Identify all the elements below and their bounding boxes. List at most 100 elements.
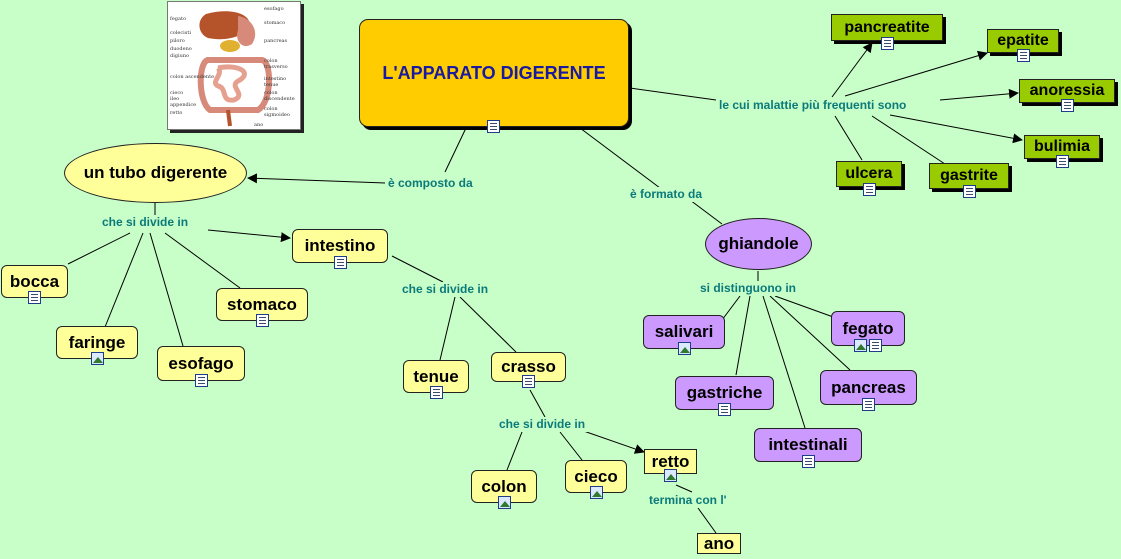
thumb-label: fegato — [170, 16, 187, 22]
document-icon[interactable] — [194, 374, 208, 387]
node-label: intestino — [304, 236, 376, 255]
node-ulcera[interactable]: ulcera — [836, 161, 902, 196]
link-divide-tubo: che si divide in — [99, 215, 192, 230]
thumb-label: appendice — [170, 102, 197, 108]
document-icon[interactable] — [429, 386, 443, 399]
link-termina: termina con l' — [646, 493, 730, 508]
link-composto: è composto da — [385, 176, 476, 191]
node-intestino[interactable]: intestino — [292, 229, 388, 269]
node-label: ulcera — [845, 165, 893, 182]
node-label: bulimia — [1033, 138, 1090, 155]
document-icon[interactable] — [333, 256, 347, 269]
thumb-label: intestino tenue — [264, 76, 287, 88]
main-concept[interactable]: L'APPARATO DIGERENTE — [359, 19, 629, 133]
document-icon[interactable] — [962, 185, 976, 198]
node-label: pancreatite — [844, 18, 930, 36]
document-icon[interactable] — [1055, 155, 1069, 168]
thumb-label: ano — [254, 122, 264, 128]
thumb-label: colon ascendente — [170, 74, 215, 80]
document-icon[interactable] — [880, 37, 894, 50]
node-epatite[interactable]: epatite — [987, 29, 1059, 62]
node-salivari[interactable]: salivari — [643, 315, 725, 355]
image-icon[interactable] — [677, 342, 691, 355]
node-label: intestinali — [768, 435, 848, 454]
anatomy-thumbnail: fegato colecisti piloro duodeno digiuno … — [167, 1, 301, 130]
thumb-label: colon sigmoideo — [264, 106, 290, 118]
node-label: fegato — [842, 318, 894, 338]
node-label: stomaco — [227, 294, 297, 314]
thumb-label: colecisti — [170, 30, 191, 36]
node-pancreas[interactable]: pancreas — [820, 370, 917, 411]
image-icon[interactable] — [664, 469, 677, 482]
node-label: esofago — [168, 353, 234, 373]
document-icon[interactable] — [28, 291, 41, 304]
node-label: pancreas — [831, 377, 906, 397]
node-retto[interactable]: retto — [644, 449, 697, 482]
digestive-system-illustration — [197, 11, 273, 127]
link-divide-intestino: che si divide in — [399, 282, 492, 297]
image-icon[interactable] — [589, 486, 603, 499]
node-cieco[interactable]: cieco — [565, 460, 627, 499]
node-stomaco[interactable]: stomaco — [216, 288, 308, 327]
node-label: crasso — [501, 357, 556, 376]
document-icon[interactable] — [1016, 49, 1030, 62]
thumb-label: cieco — [170, 90, 184, 96]
node-intestinali[interactable]: intestinali — [754, 428, 862, 468]
node-ano[interactable]: ano — [697, 533, 741, 554]
thumb-label: stomaco — [264, 20, 286, 26]
thumb-label: digiuno — [170, 53, 190, 59]
document-icon[interactable] — [869, 339, 882, 352]
document-icon[interactable] — [487, 120, 500, 133]
node-label: ano — [703, 533, 735, 553]
document-icon[interactable] — [801, 455, 815, 468]
node-gastrite[interactable]: gastrite — [929, 163, 1009, 198]
node-bocca[interactable]: bocca — [1, 265, 68, 304]
thumb-label: retto — [170, 110, 183, 116]
document-icon[interactable] — [862, 398, 875, 411]
node-crasso[interactable]: crasso — [491, 352, 566, 388]
document-icon[interactable] — [255, 314, 269, 327]
thumb-label: ileo — [170, 96, 180, 102]
thumb-label: colon trasverso — [264, 58, 288, 70]
image-icon[interactable] — [854, 339, 867, 352]
node-label: gastrite — [940, 167, 998, 184]
link-divide-crasso: che si divide in — [496, 417, 589, 432]
image-icon[interactable] — [497, 496, 511, 509]
node-colon[interactable]: colon — [471, 470, 537, 509]
thumb-label: colon discendente — [264, 90, 295, 102]
node-gastriche[interactable]: gastriche — [675, 376, 774, 416]
node-pancreatite[interactable]: pancreatite — [831, 14, 943, 50]
node-label: tenue — [413, 366, 459, 386]
node-label: cieco — [574, 466, 618, 486]
document-icon[interactable] — [862, 183, 876, 196]
link-formato: è formato da — [627, 187, 706, 202]
node-anoressia[interactable]: anoressia — [1019, 79, 1115, 112]
node-label: gastriche — [686, 383, 763, 402]
main-concept-label: L'APPARATO DIGERENTE — [382, 63, 606, 83]
node-label: colon — [481, 476, 527, 496]
document-icon[interactable] — [718, 403, 731, 416]
document-icon[interactable] — [1060, 99, 1074, 112]
node-tenue[interactable]: tenue — [403, 360, 469, 399]
node-bulimia[interactable]: bulimia — [1024, 135, 1100, 168]
node-ghiandole[interactable]: ghiandole — [705, 218, 812, 270]
node-label: un tubo digerente — [83, 163, 228, 182]
document-icon[interactable] — [522, 375, 535, 388]
thumb-label: piloro — [170, 38, 185, 44]
image-icon[interactable] — [90, 352, 104, 365]
thumb-label: duodeno — [170, 46, 192, 52]
thumb-label: esofago — [264, 6, 284, 12]
node-label: salivari — [654, 322, 714, 341]
node-fegato[interactable]: fegato — [831, 311, 905, 352]
node-faringe[interactable]: faringe — [56, 326, 138, 365]
node-label: bocca — [9, 271, 60, 291]
node-label: ghiandole — [718, 234, 799, 253]
node-esofago[interactable]: esofago — [157, 346, 245, 387]
node-label: anoressia — [1029, 82, 1105, 99]
node-label: epatite — [997, 32, 1049, 49]
node-tubo-digerente[interactable]: un tubo digerente — [64, 143, 247, 203]
link-malattie: le cui malattie più frequenti sono — [716, 98, 910, 113]
thumb-label: pancreas — [264, 38, 288, 44]
link-distinguono: si distinguono in — [697, 281, 799, 296]
